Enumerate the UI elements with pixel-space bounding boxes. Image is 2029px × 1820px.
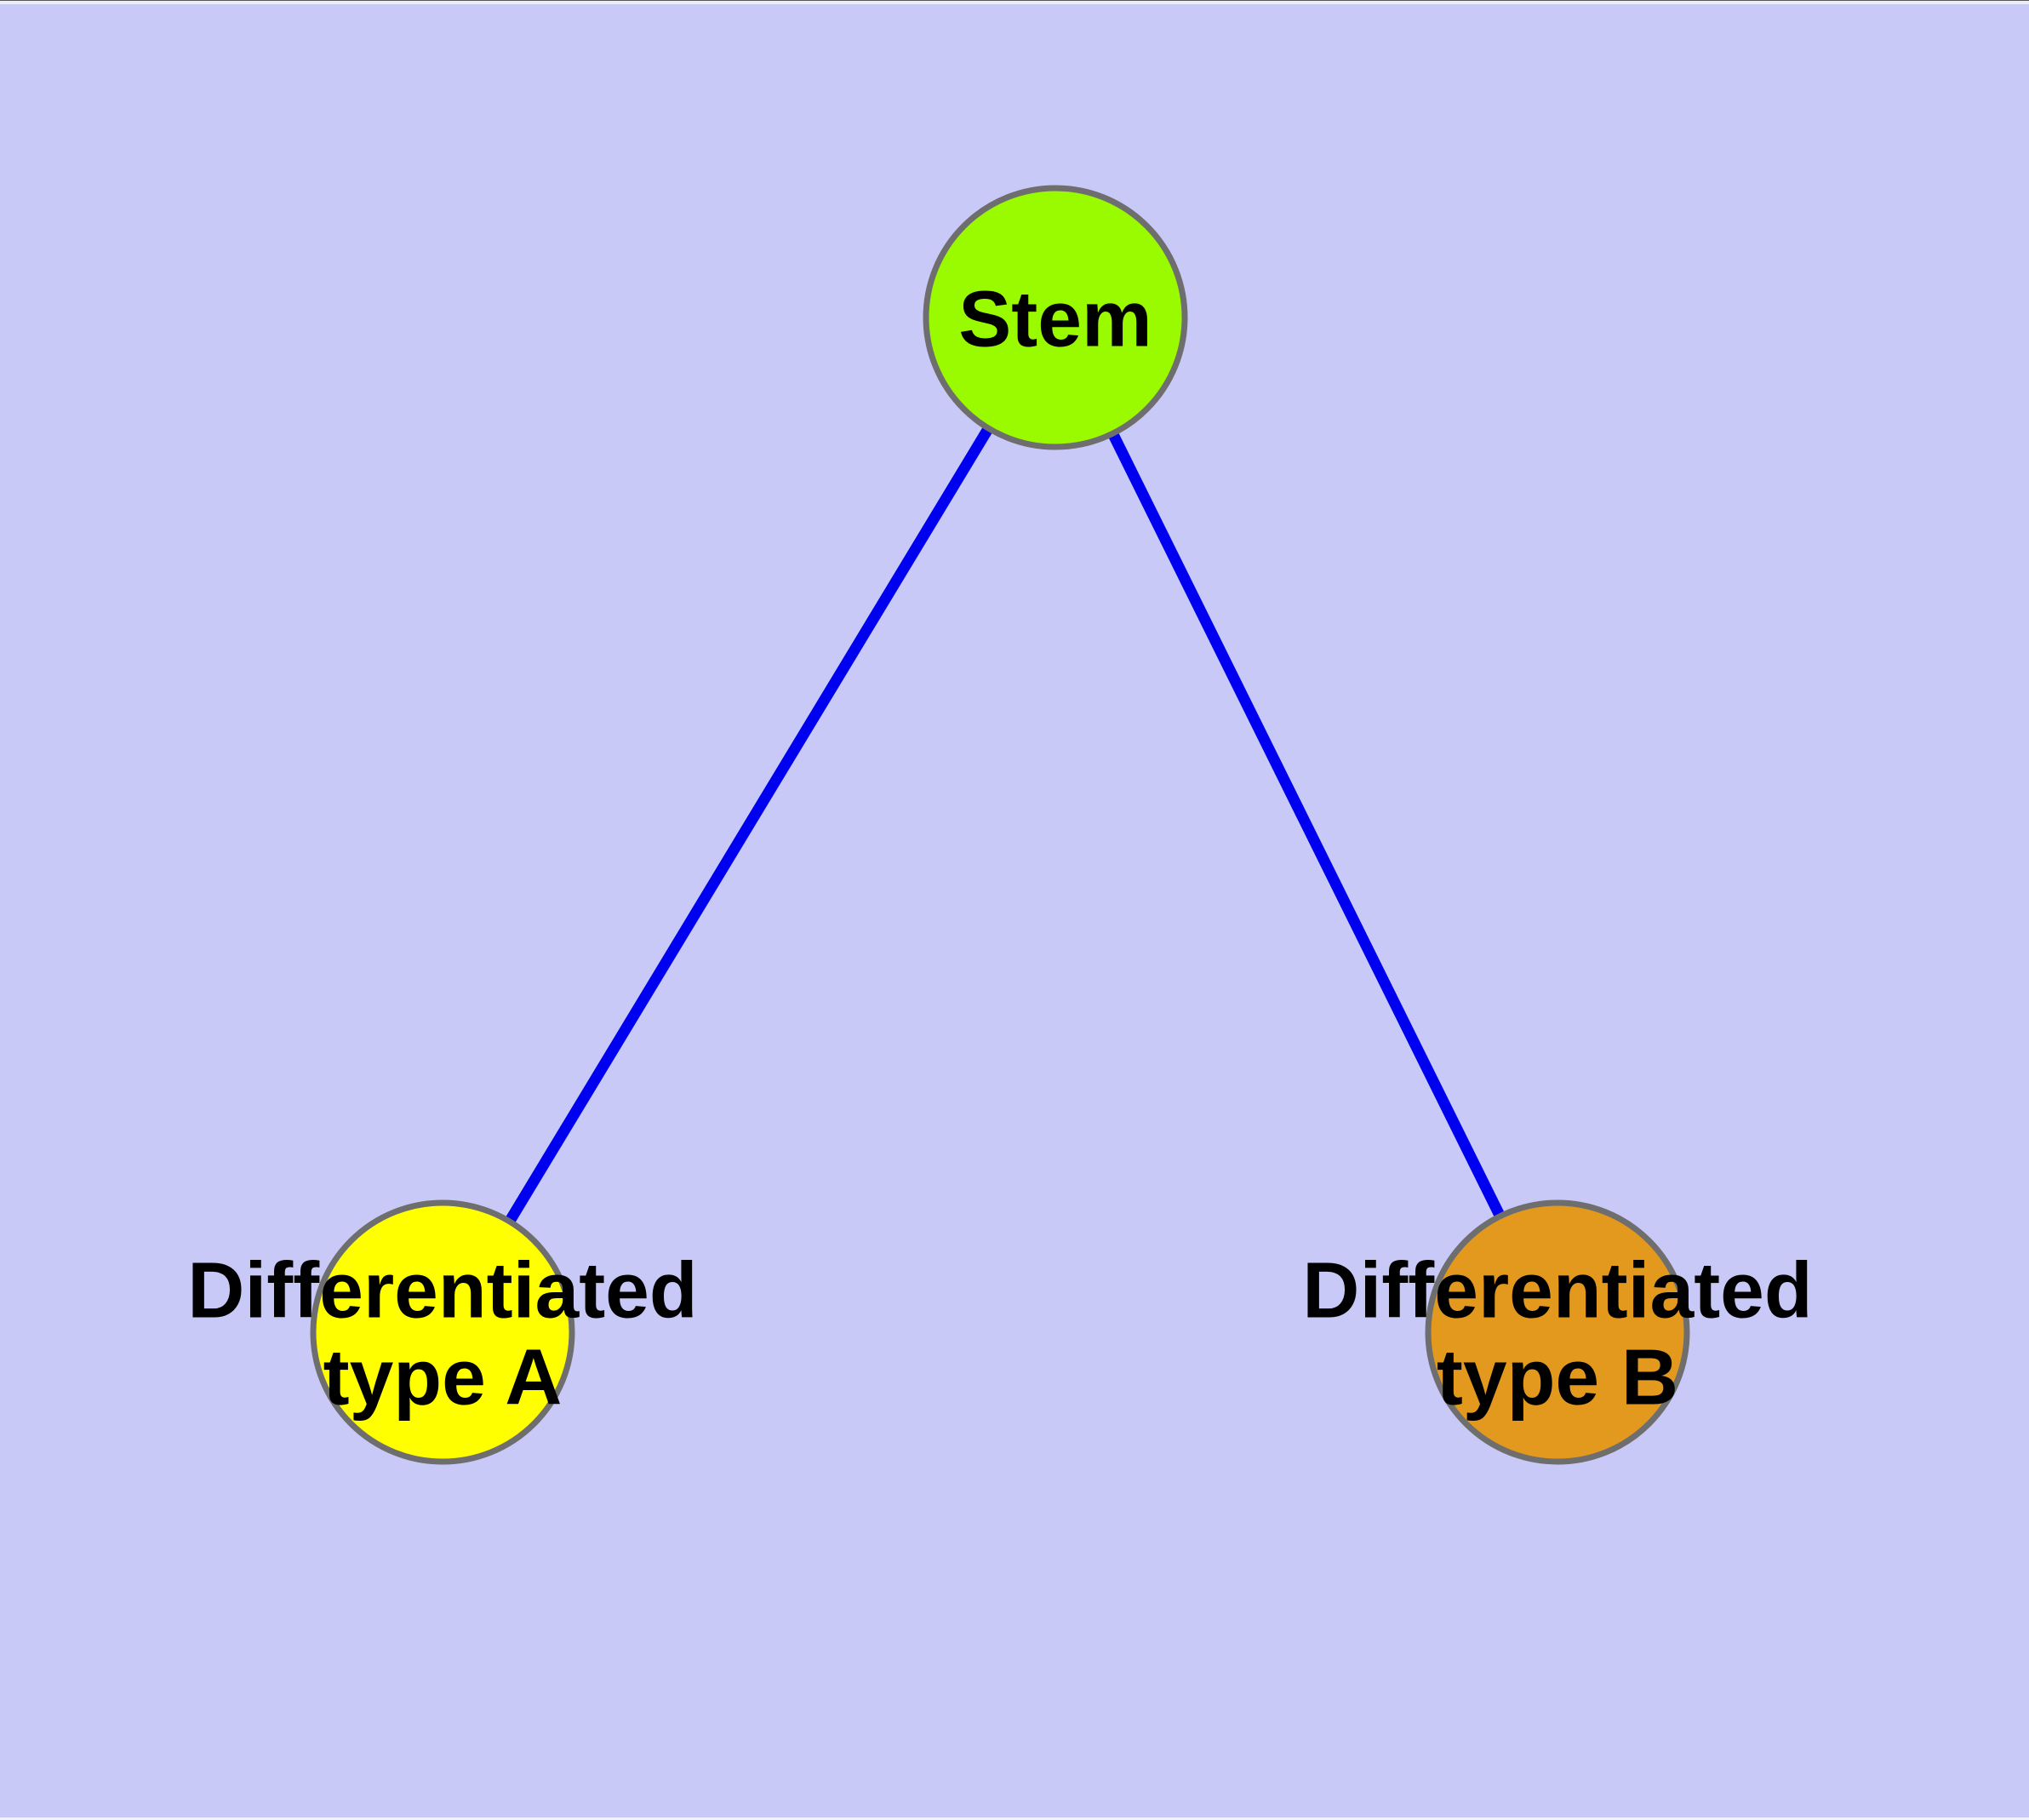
node-label-line: Differentiated <box>1302 1245 1812 1334</box>
node-differentiated-type-a-circle[interactable] <box>310 1199 575 1465</box>
node-label-line: Differentiated <box>187 1245 697 1334</box>
node-label-line: type A <box>323 1332 563 1421</box>
node-label-line: Stem <box>958 274 1152 363</box>
edge-stem-to-differentiated-type-a <box>437 314 1060 1336</box>
window-bottom-edge <box>0 1817 2029 1820</box>
node-stem-circle[interactable] <box>923 185 1188 450</box>
window-top-edge <box>0 1 2029 4</box>
node-differentiated-type-b-circle[interactable] <box>1425 1199 1690 1465</box>
node-label-line: type B <box>1437 1332 1678 1421</box>
edge-stem-to-differentiated-type-b <box>1050 315 1563 1335</box>
window-top-hairline <box>0 0 2029 1</box>
node-stem-label: Stem <box>958 274 1152 363</box>
